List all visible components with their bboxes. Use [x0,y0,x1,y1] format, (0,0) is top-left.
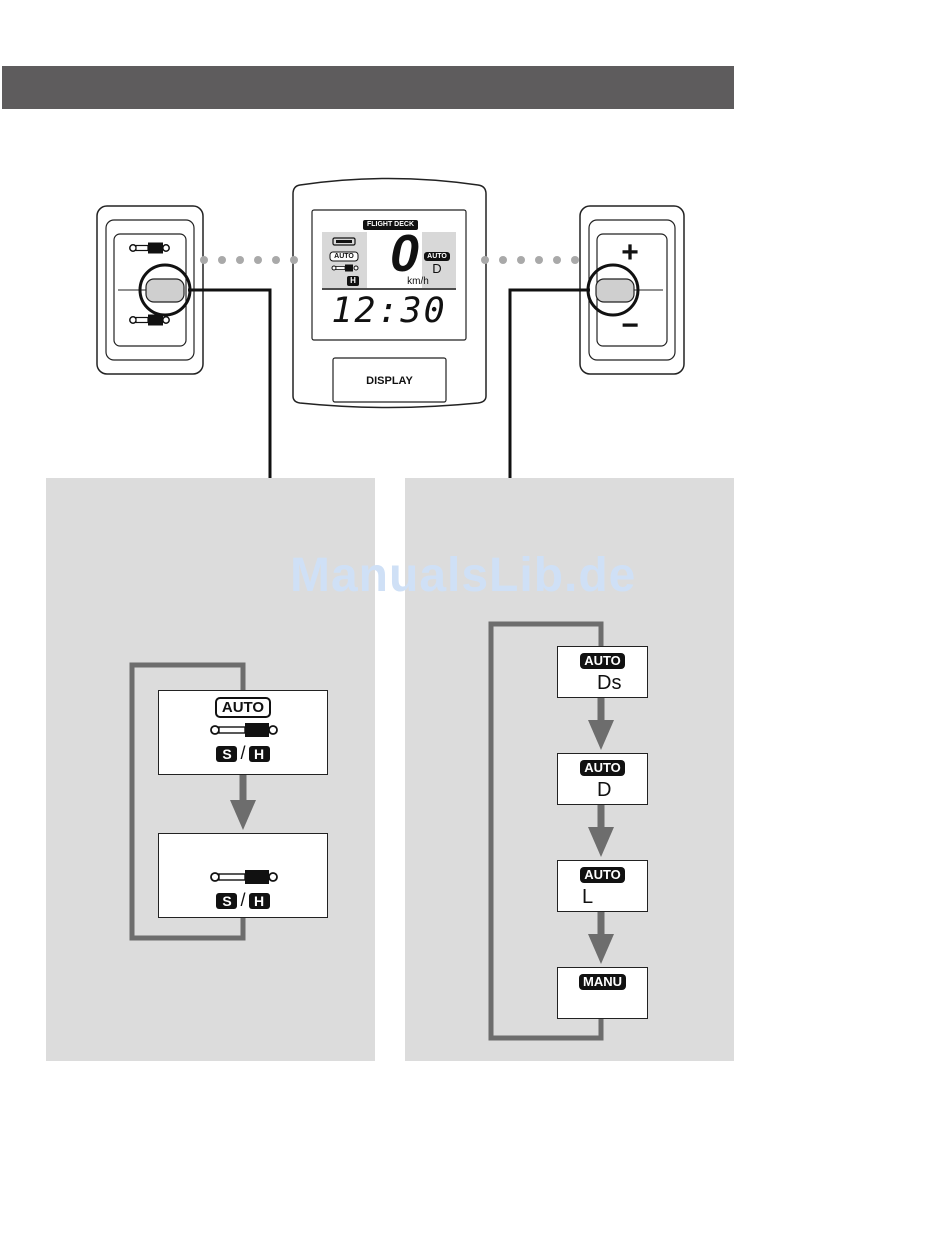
shock-icon [159,868,329,886]
small-auto-label: AUTO [330,251,358,262]
minus-button[interactable]: − [612,309,648,343]
right-mode-box-d: AUTO D [557,753,648,805]
left-mode-box-auto: AUTO S / H [158,690,328,775]
display-gear-letter: D [424,261,450,276]
gear-label: D [597,779,611,802]
right-mode-box-l: AUTO L [557,860,648,912]
display-auto-badge: AUTO [424,252,450,261]
right-down-arrow-3 [588,912,614,964]
clock-display: 12:30 [322,290,456,332]
left-mode-box-manual: S / H [158,833,328,918]
speed-value: 0 [382,228,427,280]
display-button[interactable]: DISPLAY [333,375,446,387]
left-switch-button[interactable] [146,279,184,302]
auto-outline-label: AUTO [215,697,271,718]
left-down-arrow [230,775,256,830]
right-down-arrow-2 [588,805,614,857]
auto-badge: AUTO [580,867,625,883]
watermark: ManualsLib.de [290,548,636,603]
right-down-arrow-1 [588,697,614,750]
slash-separator: / [237,743,248,764]
right-mode-box-manu: MANU [557,967,648,1019]
s-badge: S [216,893,237,909]
right-switch-button[interactable] [596,279,634,302]
dotted-connector-right [481,256,579,264]
small-h-label: H [347,276,359,286]
dotted-connector-left [200,256,298,264]
right-switch-unit [580,206,684,374]
speed-unit: km/h [396,276,440,287]
s-badge: S [216,746,237,762]
shock-icon [159,721,329,739]
manu-badge: MANU [579,974,626,990]
slash-separator: / [237,890,248,911]
left-switch-unit [97,206,203,374]
h-badge: H [249,746,270,762]
leader-line-right [510,290,590,478]
auto-badge: AUTO [580,653,625,669]
gear-label: L [582,886,593,909]
auto-badge: AUTO [580,760,625,776]
right-mode-box-ds: AUTO Ds [557,646,648,698]
plus-button[interactable]: + [612,236,648,270]
gear-label: Ds [597,672,621,695]
h-badge: H [249,893,270,909]
